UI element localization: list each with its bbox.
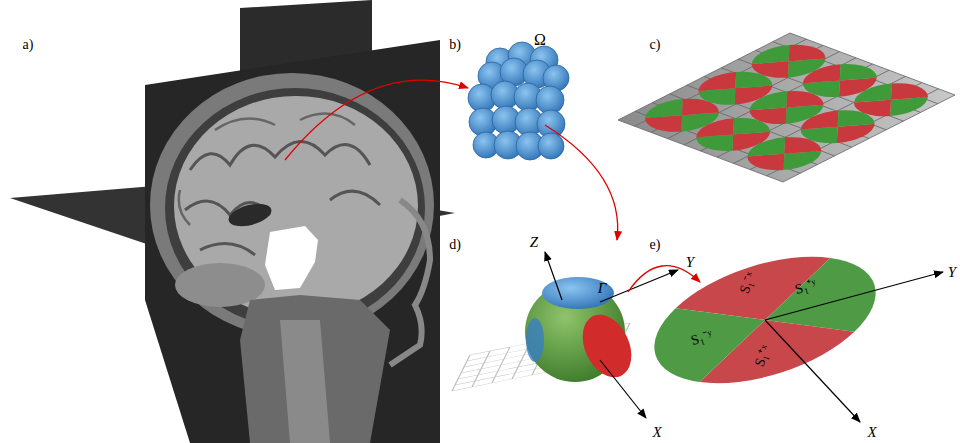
drawing-part [526,318,544,362]
omega-symbol: Ω [534,32,546,48]
drawing-part [873,79,936,106]
drawing-part [280,320,330,443]
sphere-gamma [525,277,641,385]
drawing-part [174,96,418,316]
drawing-part [822,60,885,87]
drawing-part [285,80,468,160]
drawing-part [765,320,860,422]
drawing-part [165,88,425,328]
drawing-part [630,38,943,177]
axis-label: X [652,425,661,440]
drawing-part [542,277,614,309]
mri-planes [10,0,455,443]
drawing-part [145,40,440,443]
drawing-part [538,133,564,159]
drawing-part [226,200,274,231]
panel-label: d) [449,238,461,252]
drawing-part [545,252,562,300]
drawing-part [600,270,678,302]
panel-label: e) [650,238,661,252]
drawing-part [618,33,955,182]
gamma-symbol: Γ [598,281,607,296]
drawing-part [618,33,955,182]
sector-plane [618,33,955,182]
sphere-cluster [468,42,569,160]
drawing-part [628,266,700,292]
axis-label: Y [948,265,956,280]
drawing-part [771,41,834,68]
axes-e [765,272,943,422]
drawing-part [390,200,430,365]
drawing-part [573,307,641,385]
axis-label: Y [686,255,694,270]
axis-label: X [867,425,876,440]
drawing-part [545,125,618,240]
drawing-part [265,226,318,290]
drawing-part [765,272,943,320]
panel-label: c) [650,38,661,52]
panel-label: b) [449,38,461,52]
drawing-part [240,295,390,443]
drawing-part [600,360,646,418]
flow-arrows [285,80,700,292]
mri-head [150,73,434,443]
axis-label: Z [530,235,538,250]
panel-label: a) [23,38,34,52]
drawing-part [644,283,777,392]
